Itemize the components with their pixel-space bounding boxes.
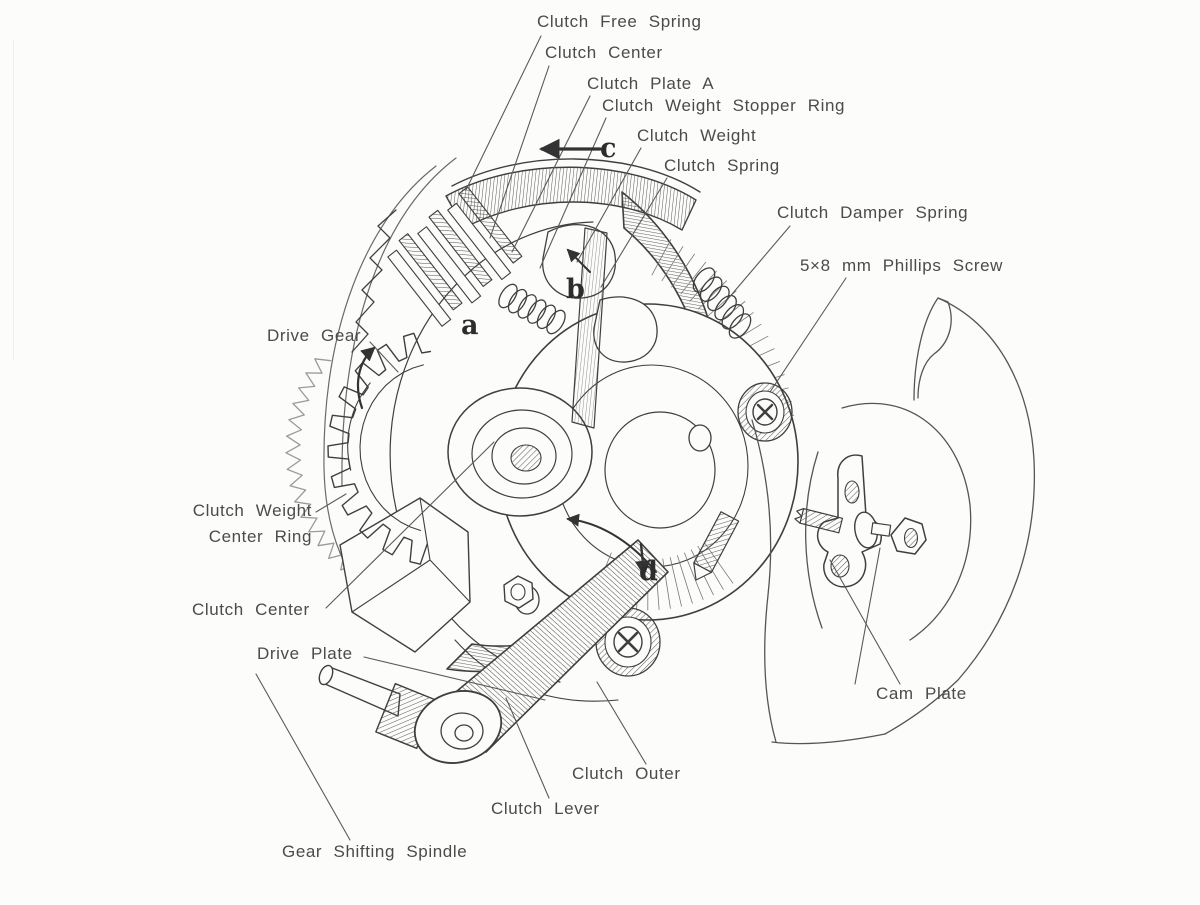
arrow-d-down [634,542,651,577]
label-clutch-center-top: Clutch Center [545,43,663,62]
label-gear-shifting-spindle: Gear Shifting Spindle [282,842,468,861]
stud-bolt [693,511,740,581]
label-clutch-lever: Clutch Lever [491,799,600,818]
label-phillips-screw: 5×8 mm Phillips Screw [800,256,1004,275]
label-clutch-free-spring: Clutch Free Spring [537,12,702,31]
label-line1: Clutch Weight [192,501,312,520]
label-drive-plate: Drive Plate [257,644,353,663]
scan-edge-artifact [13,40,14,360]
label-clutch-outer: Clutch Outer [572,764,681,783]
drive-gear-part [327,332,432,565]
clutch-center-block [339,497,471,653]
cam-plate-part [794,454,927,588]
arrow-d-curve [566,513,657,573]
arrow-rotation [356,346,376,410]
clutch-weight-center-ring-part [285,358,357,571]
label-line2: Center Ring [208,527,312,546]
clutch-lever-part [413,539,669,764]
cover-silhouette [751,297,1036,745]
label-clutch-weight-center-ring: Clutch Weight Center Ring [170,498,312,550]
marker-c: c [600,133,617,164]
clutch-plate-stack [387,186,523,327]
arrow-b [566,248,591,273]
leader-lines [255,35,901,841]
label-clutch-spring: Clutch Spring [664,156,780,175]
marker-b: b [566,274,585,305]
clutch-damper-spring-part [692,267,752,339]
label-clutch-weight-stopper-ring: Clutch Weight Stopper Ring [602,96,846,115]
marker-d: d [639,556,658,587]
motion-arrows [356,138,657,577]
clutch-spring-part [498,283,566,335]
label-cam-plate: Cam Plate [876,684,967,703]
marker-a: a [461,310,479,341]
hex-bolt [503,575,534,609]
label-clutch-plate-a: Clutch Plate A [587,74,715,93]
label-drive-gear: Drive Gear [267,326,362,345]
label-clutch-damper-spring: Clutch Damper Spring [777,203,969,222]
clutch-center-hub [447,387,593,517]
label-clutch-center-left: Clutch Center [192,600,310,619]
label-clutch-weight: Clutch Weight [637,126,757,145]
phillips-screw-top [737,382,793,442]
